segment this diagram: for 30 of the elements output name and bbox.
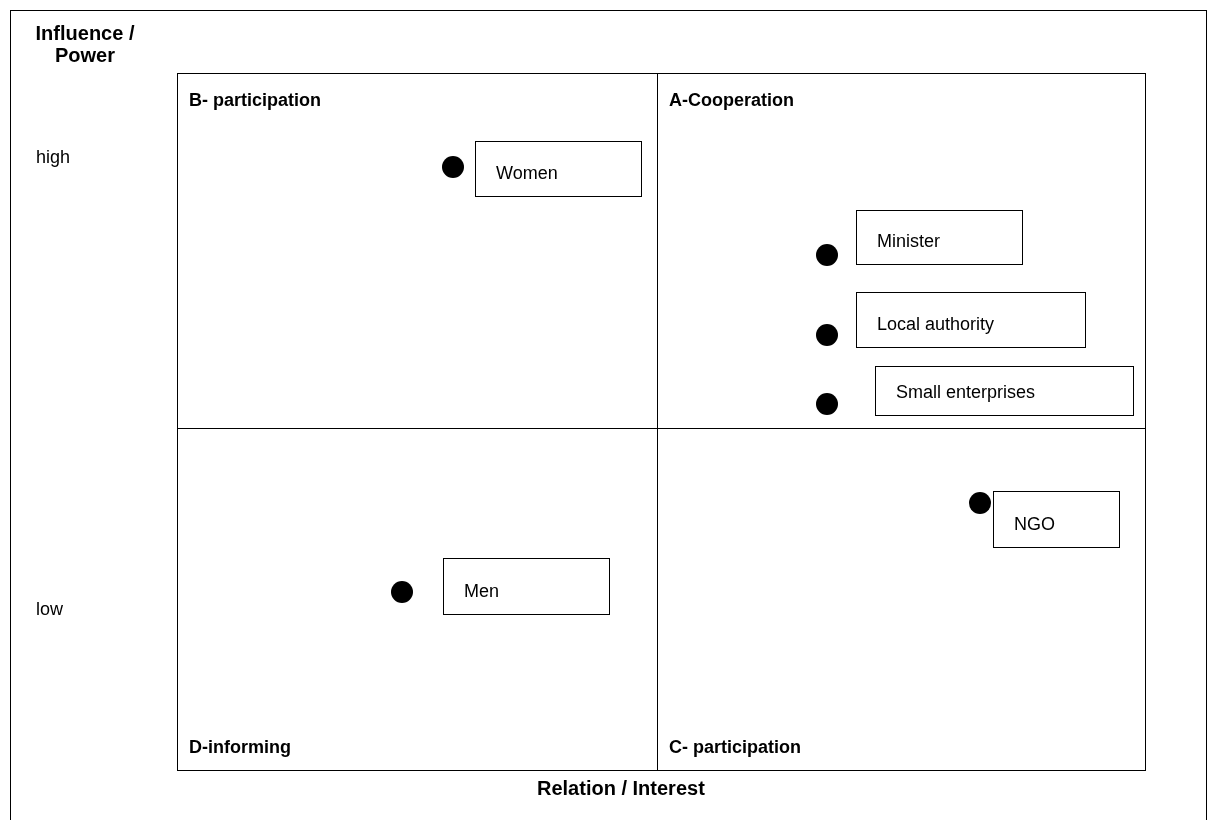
point-marker [816, 244, 838, 266]
point-marker [816, 393, 838, 415]
point-marker [391, 581, 413, 603]
quadrant [657, 73, 1146, 429]
stakeholder-box [993, 491, 1120, 548]
quadrant [177, 428, 658, 771]
quadrant-title: B- participation [189, 90, 321, 111]
quadrant-title: A-Cooperation [669, 90, 794, 111]
stakeholder-label: Local authority [877, 314, 995, 335]
stakeholder-label: Women [496, 163, 558, 184]
stakeholder-label: Small enterprises [896, 382, 1036, 403]
quadrant [657, 428, 1146, 771]
stakeholder-box [875, 366, 1134, 416]
axis-label: Relation / Interest [537, 777, 705, 799]
axis-label: Influence / Power [34, 22, 136, 66]
stakeholder-box [856, 210, 1023, 265]
axis-label: high [36, 148, 71, 168]
axis-label: low [36, 600, 63, 620]
stakeholder-box [856, 292, 1086, 348]
quadrant [177, 73, 658, 429]
quadrant-title: D-informing [189, 737, 291, 758]
stakeholder-box [443, 558, 610, 615]
stakeholder-label: Minister [877, 231, 940, 252]
stakeholder-box [475, 141, 642, 197]
point-marker [816, 324, 838, 346]
stakeholder-label: Men [464, 581, 499, 602]
stakeholder-label: NGO [1014, 514, 1055, 535]
point-marker [442, 156, 464, 178]
point-marker [969, 492, 991, 514]
quadrant-title: C- participation [669, 737, 801, 758]
